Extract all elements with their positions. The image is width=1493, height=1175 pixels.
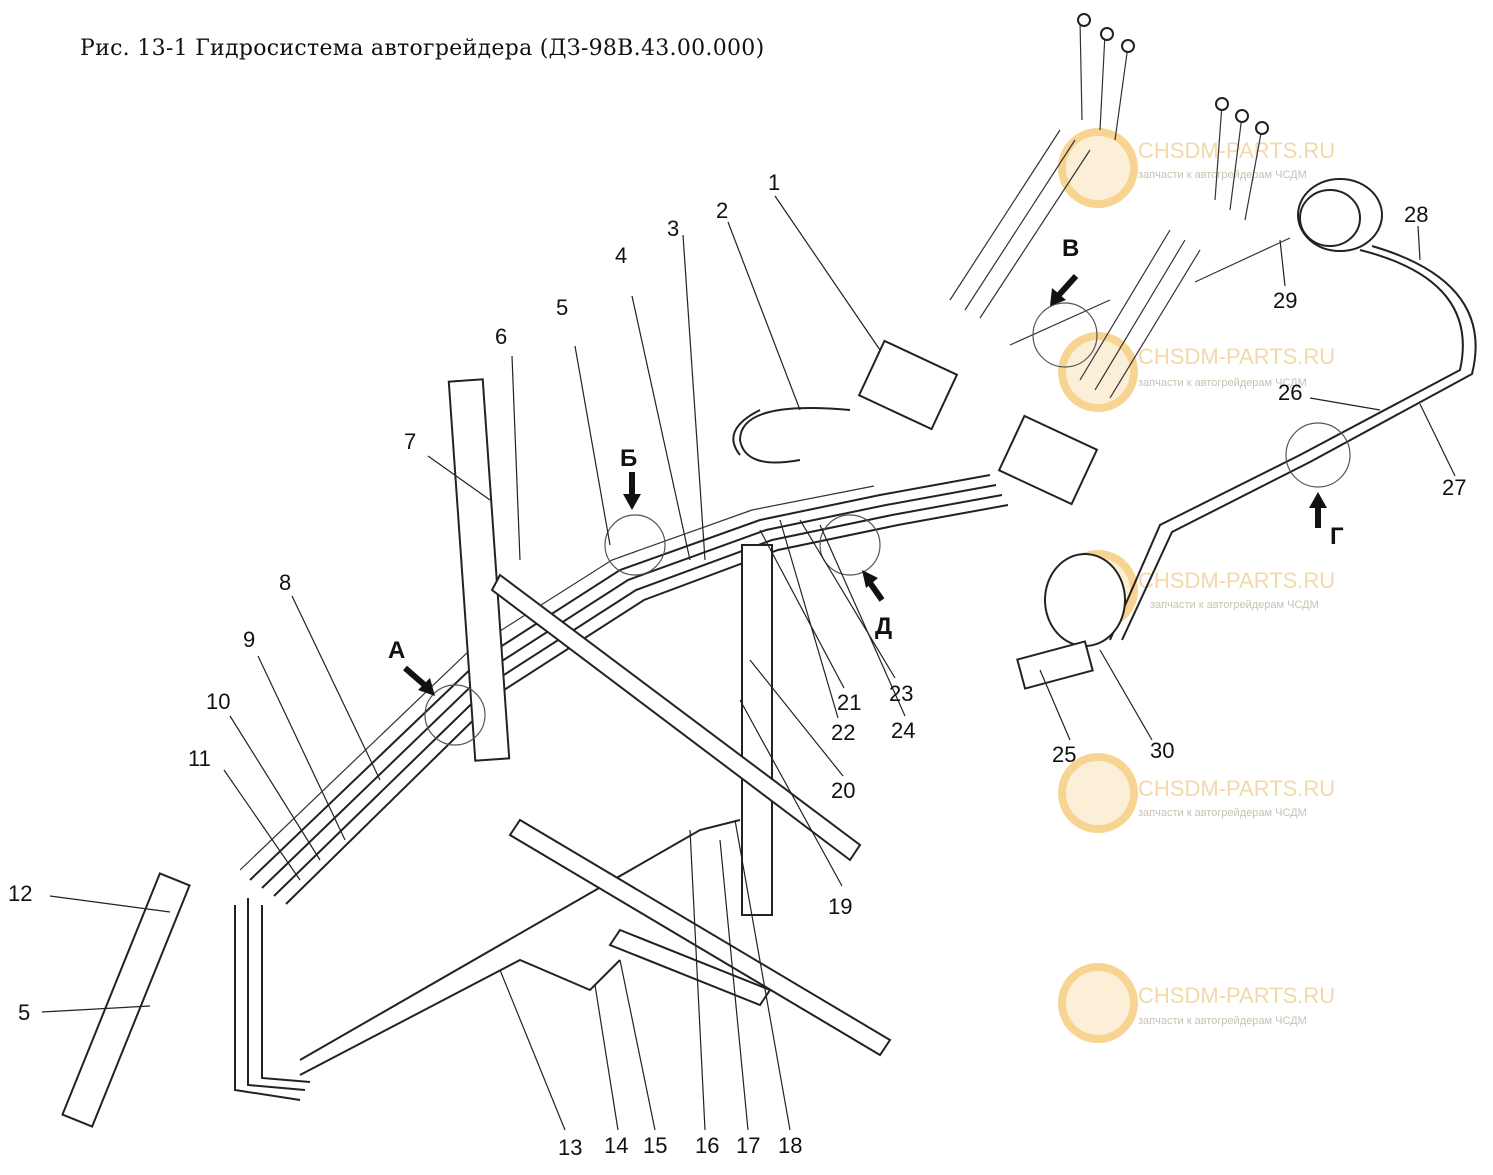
- callout-5-lower: 5: [18, 1000, 30, 1025]
- watermark-tagline: запчасти к автогрейдерам ЧСДМ: [1138, 377, 1307, 389]
- watermark-5: CHSDM-PARTS.RU запчасти к автогрейдерам …: [1058, 963, 1335, 1043]
- hydraulic-assembly: [61, 13, 1477, 1128]
- callout-22: 22: [831, 720, 855, 745]
- view-arrow-a: А: [388, 637, 435, 696]
- watermark-4: CHSDM-PARTS.RU запчасти к автогрейдерам …: [1058, 753, 1335, 833]
- watermark-name: CHSDM-PARTS.RU: [1138, 983, 1335, 1008]
- cylinder: [447, 378, 511, 762]
- callout-10: 10: [206, 689, 230, 714]
- gear-logo-icon: [1058, 332, 1138, 412]
- callout-2: 2: [716, 198, 728, 223]
- callout-21: 21: [837, 690, 861, 715]
- callout-6: 6: [495, 324, 507, 349]
- gear-logo-icon: [1058, 963, 1138, 1043]
- callout-26: 26: [1278, 380, 1302, 405]
- view-label-d: Д: [875, 613, 892, 640]
- callout-5-upper: 5: [556, 295, 568, 320]
- watermark-name: CHSDM-PARTS.RU: [1138, 568, 1335, 593]
- distributor-block: [997, 414, 1099, 506]
- callout-23: 23: [889, 681, 913, 706]
- watermark-tagline: запчасти к автогрейдерам ЧСДМ: [1138, 169, 1307, 181]
- callout-27: 27: [1442, 475, 1466, 500]
- callout-labels: 1 2 3 4 5 6 7 8 9 10 11 12 5 13 14 15 16…: [8, 170, 1466, 1160]
- cylinder: [61, 872, 191, 1128]
- leader-lines: [41, 195, 1456, 1131]
- callout-17: 17: [736, 1133, 760, 1158]
- callout-30: 30: [1150, 738, 1174, 763]
- callout-16: 16: [695, 1133, 719, 1158]
- gear-logo-icon: [1058, 753, 1138, 833]
- callout-12: 12: [8, 881, 32, 906]
- callout-8: 8: [279, 570, 291, 595]
- callout-25: 25: [1052, 742, 1076, 767]
- callout-11: 11: [188, 746, 211, 771]
- watermark-1: CHSDM-PARTS.RU запчасти к автогрейдерам …: [1058, 128, 1335, 208]
- view-arrow-b: Б: [620, 445, 641, 510]
- watermark-tagline: запчасти к автогрейдерам ЧСДМ: [1138, 807, 1307, 819]
- view-label-b: Б: [620, 445, 637, 472]
- watermark-name: CHSDM-PARTS.RU: [1138, 776, 1335, 801]
- distributor-block: [857, 339, 959, 431]
- view-arrow-v: В: [1050, 235, 1079, 306]
- callout-29: 29: [1273, 288, 1297, 313]
- callout-18: 18: [778, 1133, 802, 1158]
- gear-logo-icon: [1058, 128, 1138, 208]
- callout-1: 1: [768, 170, 780, 195]
- view-arrow-d: Д: [862, 570, 892, 640]
- watermark-tagline: запчасти к автогрейдерам ЧСДМ: [1150, 599, 1319, 611]
- callout-20: 20: [831, 778, 855, 803]
- view-label-g: Г: [1330, 523, 1344, 550]
- callout-9: 9: [243, 627, 255, 652]
- pump: [1044, 553, 1126, 647]
- view-arrow-g: Г: [1309, 492, 1344, 550]
- callout-24: 24: [891, 718, 915, 743]
- view-label-a: А: [388, 637, 405, 664]
- callout-7: 7: [404, 429, 416, 454]
- callout-28: 28: [1404, 202, 1428, 227]
- callout-13: 13: [558, 1135, 582, 1160]
- callout-19: 19: [828, 894, 852, 919]
- figure-title: Рис. 13-1 Гидросистема автогрейдера (ДЗ-…: [80, 36, 765, 61]
- callout-14: 14: [604, 1133, 628, 1158]
- callout-3: 3: [667, 216, 679, 241]
- callout-15: 15: [643, 1133, 667, 1158]
- callout-4: 4: [615, 243, 627, 268]
- watermark-name: CHSDM-PARTS.RU: [1138, 344, 1335, 369]
- watermark-tagline: запчасти к автогрейдерам ЧСДМ: [1138, 1015, 1307, 1027]
- view-label-v: В: [1062, 235, 1079, 262]
